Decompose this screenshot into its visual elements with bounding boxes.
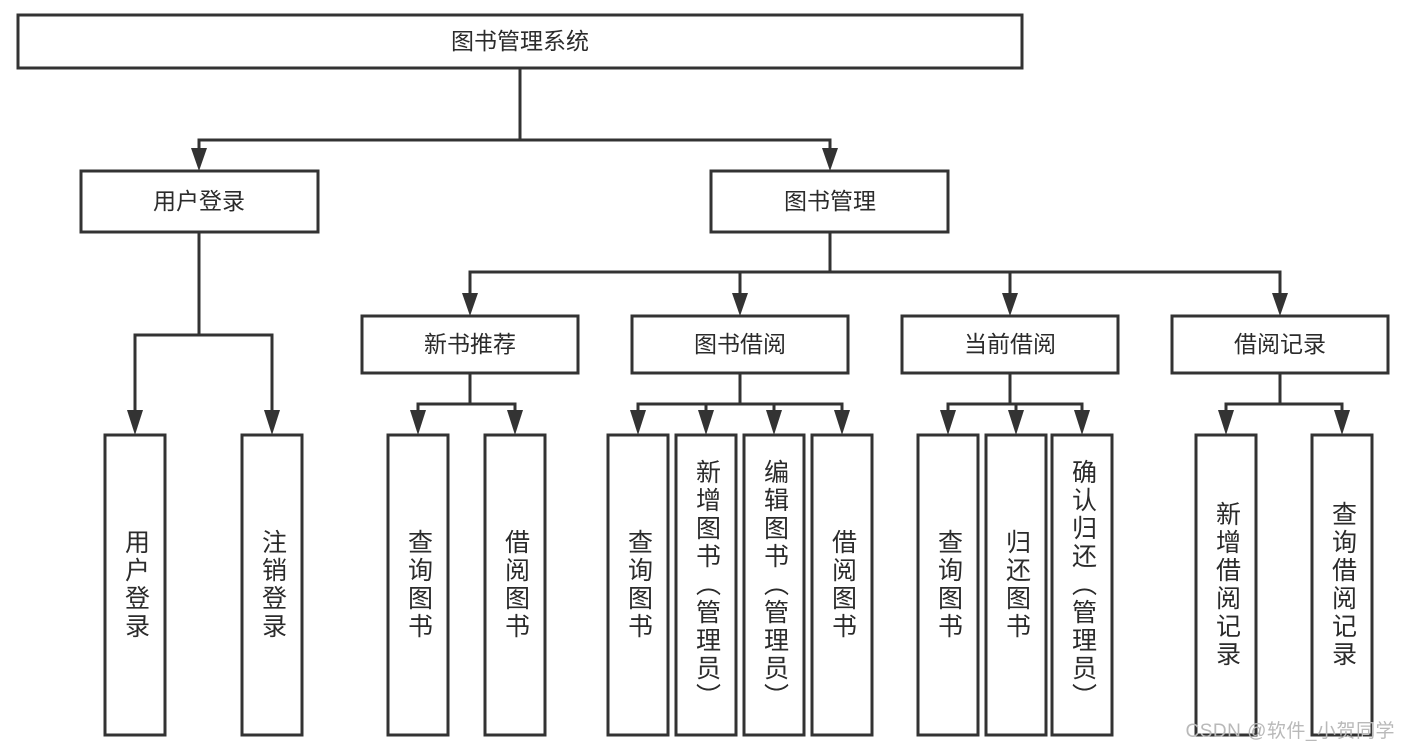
node-borrow-record[interactable]: 借阅记录: [1170, 314, 1390, 375]
node-borrow-record-box[interactable]: [1170, 314, 1390, 375]
arrowhead-leaf-add-record: [1218, 410, 1234, 435]
leaf-box-borrow-book-2[interactable]: [810, 433, 874, 737]
node-new-book-recommend-box[interactable]: [360, 314, 580, 375]
node-current-borrow[interactable]: 当前借阅: [900, 314, 1120, 375]
arrowhead-leaf-user-login: [127, 410, 143, 435]
leaf-box-add-record[interactable]: [1194, 433, 1258, 737]
node-current-borrow-label: 当前借阅: [964, 331, 1056, 357]
arrowhead-newbook: [462, 293, 478, 316]
leaf-box-return-book[interactable]: [984, 433, 1048, 737]
watermark-text: CSDN @软件_小贺同学: [1185, 721, 1395, 742]
node-root-system-box[interactable]: [16, 13, 1024, 70]
leaf-box-query-book-3[interactable]: [916, 433, 980, 737]
node-user-login-label: 用户登录: [153, 188, 245, 214]
node-root-system-label: 图书管理系统: [451, 28, 589, 54]
leaf-box-borrow-book-1[interactable]: [483, 433, 547, 737]
node-book-borrow-label: 图书借阅: [694, 331, 786, 357]
node-new-book-recommend-label: 新书推荐: [424, 331, 516, 357]
node-root-system[interactable]: 图书管理系统: [16, 13, 1024, 70]
arrowhead-leaf-borrow-book-1: [507, 410, 523, 435]
arrowhead-currentborrow: [1002, 293, 1018, 316]
node-book-borrow-box[interactable]: [630, 314, 850, 375]
arrowhead-leaf-add-book: [698, 410, 714, 435]
arrowhead-leaf-edit-book: [766, 410, 782, 435]
leaf-box-add-book[interactable]: [674, 433, 738, 737]
leaf-box-query-book-2[interactable]: [606, 433, 670, 737]
arrowhead-bookmgmt: [822, 148, 838, 171]
connector-layer: [127, 66, 1350, 435]
arrowhead-userlogin: [191, 148, 207, 171]
node-book-borrow[interactable]: 图书借阅: [630, 314, 850, 375]
leaf-box-user-login[interactable]: [103, 433, 167, 737]
node-current-borrow-box[interactable]: [900, 314, 1120, 375]
leaf-box-confirm-return[interactable]: [1050, 433, 1114, 737]
arrowhead-leaf-borrow-book-2: [834, 410, 850, 435]
arrowhead-borrowrecord: [1272, 293, 1288, 316]
arrowhead-bookborrow: [732, 293, 748, 316]
node-borrow-record-label: 借阅记录: [1234, 331, 1326, 357]
arrowhead-leaf-query-book-3: [940, 410, 956, 435]
leaf-box-query-record[interactable]: [1310, 433, 1374, 737]
leaf-box-query-book-1[interactable]: [386, 433, 450, 737]
leaf-box-logout[interactable]: [240, 433, 304, 737]
node-new-book-recommend[interactable]: 新书推荐: [360, 314, 580, 375]
arrowhead-leaf-logout: [264, 410, 280, 435]
arrowhead-leaf-query-book-1: [410, 410, 426, 435]
node-book-management-box[interactable]: [709, 169, 950, 234]
leaf-box-edit-book[interactable]: [742, 433, 806, 737]
node-user-login-box[interactable]: [79, 169, 320, 234]
arrowhead-leaf-query-record: [1334, 410, 1350, 435]
node-user-login[interactable]: 用户登录: [79, 169, 320, 234]
node-book-management-label: 图书管理: [784, 188, 876, 214]
arrowhead-leaf-return-book: [1008, 410, 1024, 435]
node-book-management[interactable]: 图书管理: [709, 169, 950, 234]
arrowhead-leaf-query-book-2: [630, 410, 646, 435]
arrowhead-leaf-confirm-return: [1074, 410, 1090, 435]
